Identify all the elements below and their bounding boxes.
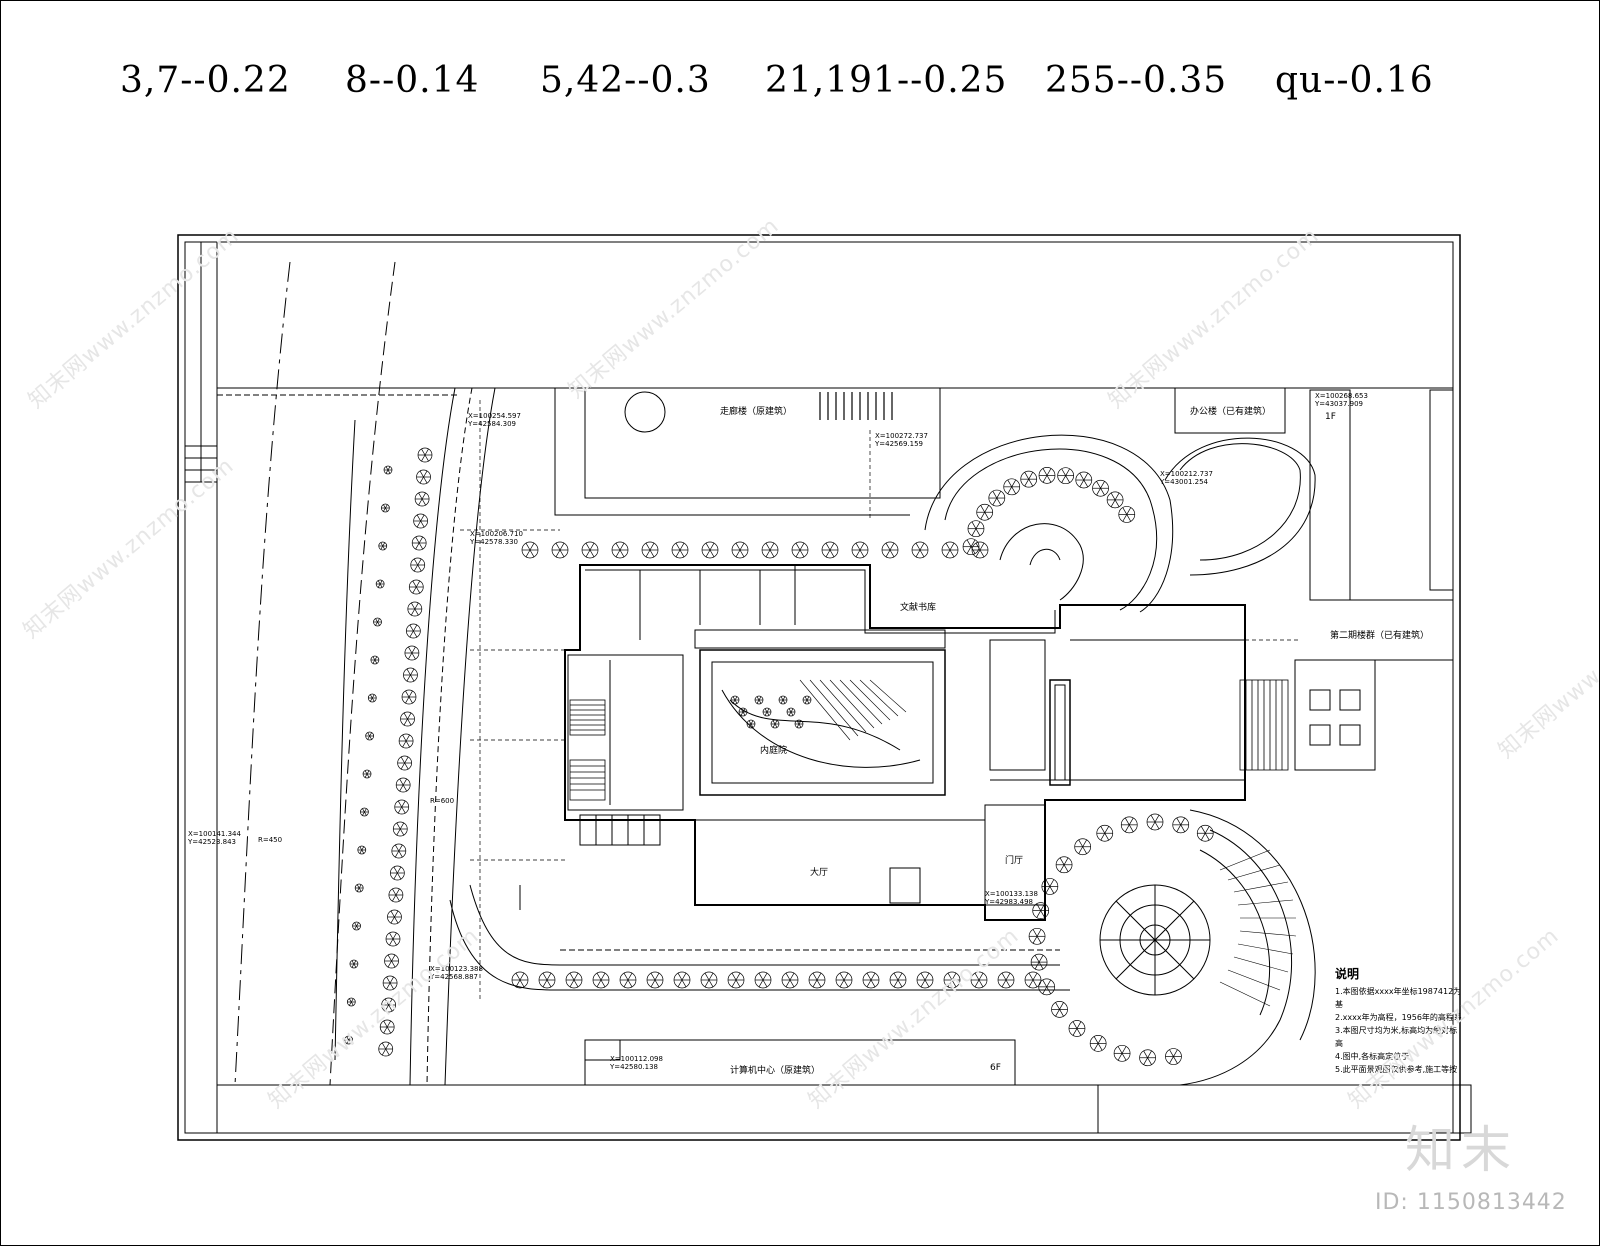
coord-label: X=100254.597 <box>468 412 521 420</box>
phase2-building <box>1294 659 1376 771</box>
north-building <box>584 387 941 499</box>
brand-logo: 知末 <box>1405 1121 1517 1179</box>
hall <box>694 819 986 906</box>
sheet-border <box>177 234 1461 1141</box>
circular-plaza <box>1099 809 1316 1086</box>
coord-label: Y=42568.887 <box>430 973 478 981</box>
pen-weight-2: 8--0.14 <box>345 60 480 101</box>
label-computer-center: 计算机中心（原建筑） <box>730 1066 821 1076</box>
pen-weight-6: qu--0.16 <box>1275 60 1434 101</box>
label-courtyard: 内庭院 <box>760 746 788 756</box>
label-north-building: 走廊楼（原建筑） <box>720 407 793 417</box>
label-lobby: 门厅 <box>1005 856 1024 866</box>
label-phase2: 第二期楼群（已有建筑） <box>1330 631 1430 641</box>
label-floor-6f: 6F <box>990 1063 1001 1073</box>
brand-id: ID: 1150813442 <box>1375 1190 1567 1215</box>
title-block <box>1097 1084 1472 1134</box>
coord-label: X=100206.710 <box>470 530 523 538</box>
coord-label: Y=42584.309 <box>468 420 516 428</box>
design-notes: 说明 1.本图依据xxxx年坐标1987412为基 2.xxxx年为高程，195… <box>1335 968 1465 1076</box>
pen-weight-5: 255--0.35 <box>1045 60 1228 101</box>
coord-label: X=100272.737 <box>875 432 928 440</box>
note-item: 1.本图依据xxxx年坐标1987412为基 <box>1335 987 1462 1009</box>
label-library: 文献书库 <box>900 603 937 613</box>
note-item: 3.本图尺寸均为米,标高均为绝对标高 <box>1335 1026 1458 1048</box>
pen-weight-3: 5,42--0.3 <box>540 60 711 101</box>
coord-label: Y=42523.843 <box>188 838 236 846</box>
coord-label: Y=42569.159 <box>875 440 923 448</box>
tree-symbols <box>344 447 1214 1067</box>
lobby <box>984 804 1046 906</box>
coord-label: X=100212.737 <box>1160 470 1213 478</box>
main-building <box>564 564 1246 921</box>
label-radius-450: R=450 <box>258 836 283 844</box>
coord-label: X=100268.653 <box>1315 392 1368 400</box>
office-building <box>1174 387 1286 434</box>
coord-label: Y=42580.138 <box>610 1063 658 1071</box>
coord-label: X=100141.344 <box>188 830 241 838</box>
label-floor-1f: 1F <box>1325 412 1336 422</box>
label-office: 办公楼（已有建筑） <box>1190 407 1272 417</box>
note-item: 4.图中,各标高定位于 <box>1335 1052 1410 1061</box>
computer-center <box>584 1039 1016 1086</box>
pen-weight-1: 3,7--0.22 <box>120 60 291 101</box>
coord-label: Y=43037.909 <box>1315 400 1363 408</box>
label-radius-600: R=600 <box>430 797 455 805</box>
coord-label: Y=42983.498 <box>985 898 1033 906</box>
courtyard <box>699 649 946 796</box>
coord-label: X=100123.388 <box>430 965 483 973</box>
pen-weight-legend: 3,7--0.22 8--0.14 5,42--0.3 21,191--0.25… <box>0 60 1600 120</box>
note-item: 5.此平面景观图仅供参考,施工等按 <box>1335 1065 1458 1074</box>
road-centerline <box>234 261 291 1086</box>
coord-label: Y=43001.254 <box>1160 478 1208 486</box>
coord-label: X=100112.098 <box>610 1055 663 1063</box>
coord-label: Y=42578.330 <box>470 538 518 546</box>
label-hall: 大厅 <box>810 868 829 878</box>
notes-title: 说明 <box>1335 967 1360 981</box>
pen-weight-4: 21,191--0.25 <box>765 60 1008 101</box>
note-item: 2.xxxx年为高程，1956年的高程系 <box>1335 1013 1462 1022</box>
coord-label: X=100133.138 <box>985 890 1038 898</box>
